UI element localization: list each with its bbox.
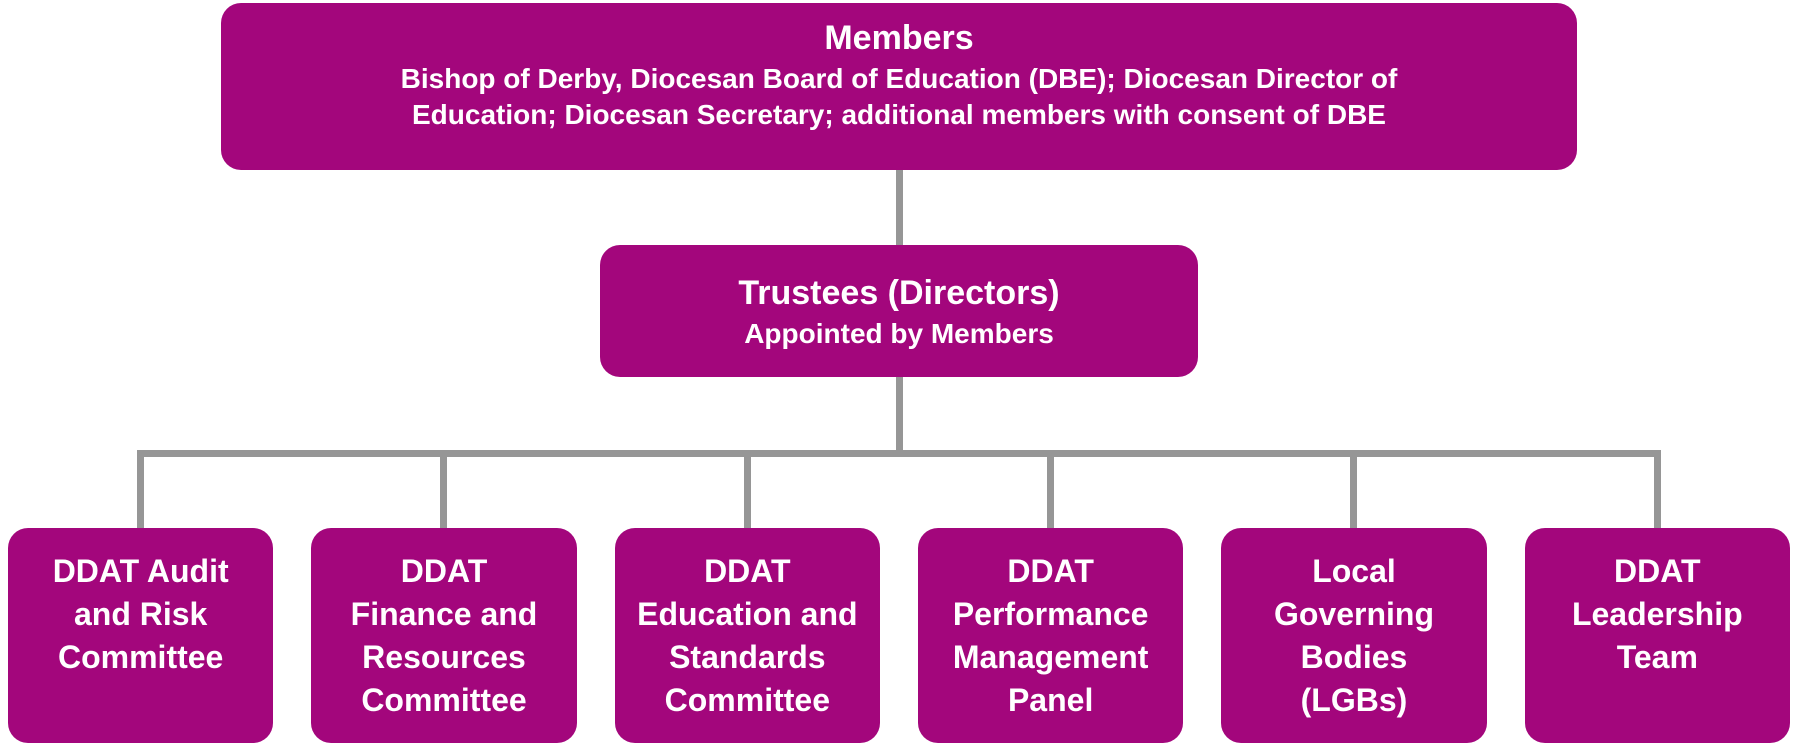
connector-trustees-to-branch (896, 377, 903, 457)
node-education-standards-committee: DDAT Education and Standards Committee (614, 450, 880, 743)
connector-branch-horizontal (137, 450, 1661, 457)
node-local-governing-bodies: Local Governing Bodies (LGBs) (1221, 450, 1487, 743)
committee-row: DDAT Audit and Risk Committee DDAT Finan… (0, 450, 1798, 743)
node-finance-resources-committee: DDAT Finance and Resources Committee (311, 450, 577, 743)
connector-members-to-trustees (896, 170, 903, 245)
committee-label: DDAT Performance Management Panel (952, 553, 1149, 718)
node-trustees: Trustees (Directors) Appointed by Member… (600, 245, 1198, 377)
committee-label: DDAT Audit and Risk Committee (52, 553, 229, 675)
node-audit-risk-committee: DDAT Audit and Risk Committee (8, 450, 274, 743)
committee-label: DDAT Education and Standards Committee (637, 553, 858, 718)
committee-label: Local Governing Bodies (LGBs) (1273, 553, 1434, 718)
trustees-description: Appointed by Members (744, 318, 1054, 349)
trustees-title: Trustees (Directors) (738, 274, 1060, 312)
node-ddat-leadership-team: DDAT Leadership Team (1524, 450, 1790, 743)
members-description: Bishop of Derby, Diocesan Board of Educa… (400, 63, 1398, 130)
committee-label: DDAT Leadership Team (1571, 553, 1743, 675)
node-performance-management-panel: DDAT Performance Management Panel (917, 450, 1184, 743)
members-title: Members (824, 19, 974, 57)
committee-label: DDAT Finance and Resources Committee (350, 553, 538, 718)
node-members: Members Bishop of Derby, Diocesan Board … (221, 3, 1577, 170)
